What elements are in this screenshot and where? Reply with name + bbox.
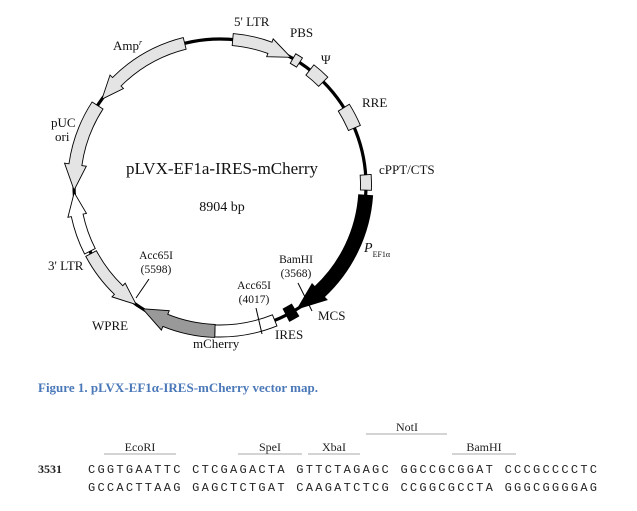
bottom-strand: GCCACTTAAG GAGCTCTGAT CAAGATCTCG CCGGCGC…	[88, 481, 597, 495]
plasmid-name: pLVX-EF1a-IRES-mCherry	[126, 159, 319, 178]
ltr3-arrow	[67, 191, 96, 255]
plasmid-size: 8904 bp	[199, 200, 245, 215]
ltr5-arrow	[231, 33, 292, 58]
acc65i-5598-tick	[135, 278, 150, 299]
ires-block	[214, 314, 278, 338]
label-pbs: PBS	[290, 25, 313, 40]
acc65i-5598-name: Acc65I	[139, 250, 173, 262]
label-mcs: MCS	[318, 308, 345, 323]
wpre-arrow	[85, 250, 138, 306]
label-mcherry: mCherry	[193, 336, 240, 351]
label-puc: pUC	[51, 115, 76, 130]
label-ires: IRES	[275, 327, 303, 342]
noti-label: NotI	[396, 420, 418, 434]
xbai-label: XbaI	[322, 440, 346, 454]
mcs-block	[282, 303, 300, 322]
label-pef: PEF1α	[363, 241, 391, 259]
top-strand: CGGTGAATTC CTCGAGACTA GTTCTAGAGC GGCCGCG…	[88, 463, 597, 477]
sequence-position: 3531	[38, 462, 62, 476]
puc-ori-arrow	[63, 101, 104, 192]
acc65i-5598-pos: (5598)	[141, 264, 172, 276]
spei-label: SpeI	[259, 440, 281, 454]
label-amp: Ampr	[113, 38, 143, 53]
amp-arrow	[101, 36, 187, 101]
mcherry-arrow	[141, 308, 216, 338]
acc65i-4017-pos: (4017)	[239, 294, 270, 306]
pbs-block	[289, 53, 304, 68]
label-rre: RRE	[362, 95, 387, 110]
bamhi-site-name: BamHI	[279, 254, 313, 266]
label-cppt: cPPT/CTS	[379, 162, 435, 177]
bamhi-label: BamHI	[466, 440, 501, 454]
label-wpre: WPRE	[92, 318, 128, 333]
label-3ltr: 3' LTR	[48, 258, 84, 273]
cppt-block	[359, 173, 372, 191]
psi-block	[305, 64, 329, 87]
acc65i-4017-tick	[255, 307, 263, 335]
label-psi: Ψ	[321, 52, 331, 67]
bamhi-site-tick	[297, 282, 313, 312]
sequence-panel: NotI EcoRI SpeI XbaI BamHI 3531 CGGTGAAT…	[38, 420, 597, 495]
rre-block	[337, 103, 361, 132]
figure-caption: Figure 1. pLVX-EF1α-IRES-mCherry vector …	[38, 380, 318, 395]
acc65i-4017-name: Acc65I	[237, 280, 271, 292]
label-ori: ori	[55, 129, 70, 144]
ef1a-promoter-arrow	[296, 194, 374, 310]
vector-map: pLVX-EF1a-IRES-mCherry 8904 bp 5' LTR PB…	[48, 14, 435, 351]
bamhi-site-pos: (3568)	[281, 268, 312, 280]
ecori-label: EcoRI	[125, 440, 156, 454]
label-5ltr: 5' LTR	[234, 14, 270, 29]
